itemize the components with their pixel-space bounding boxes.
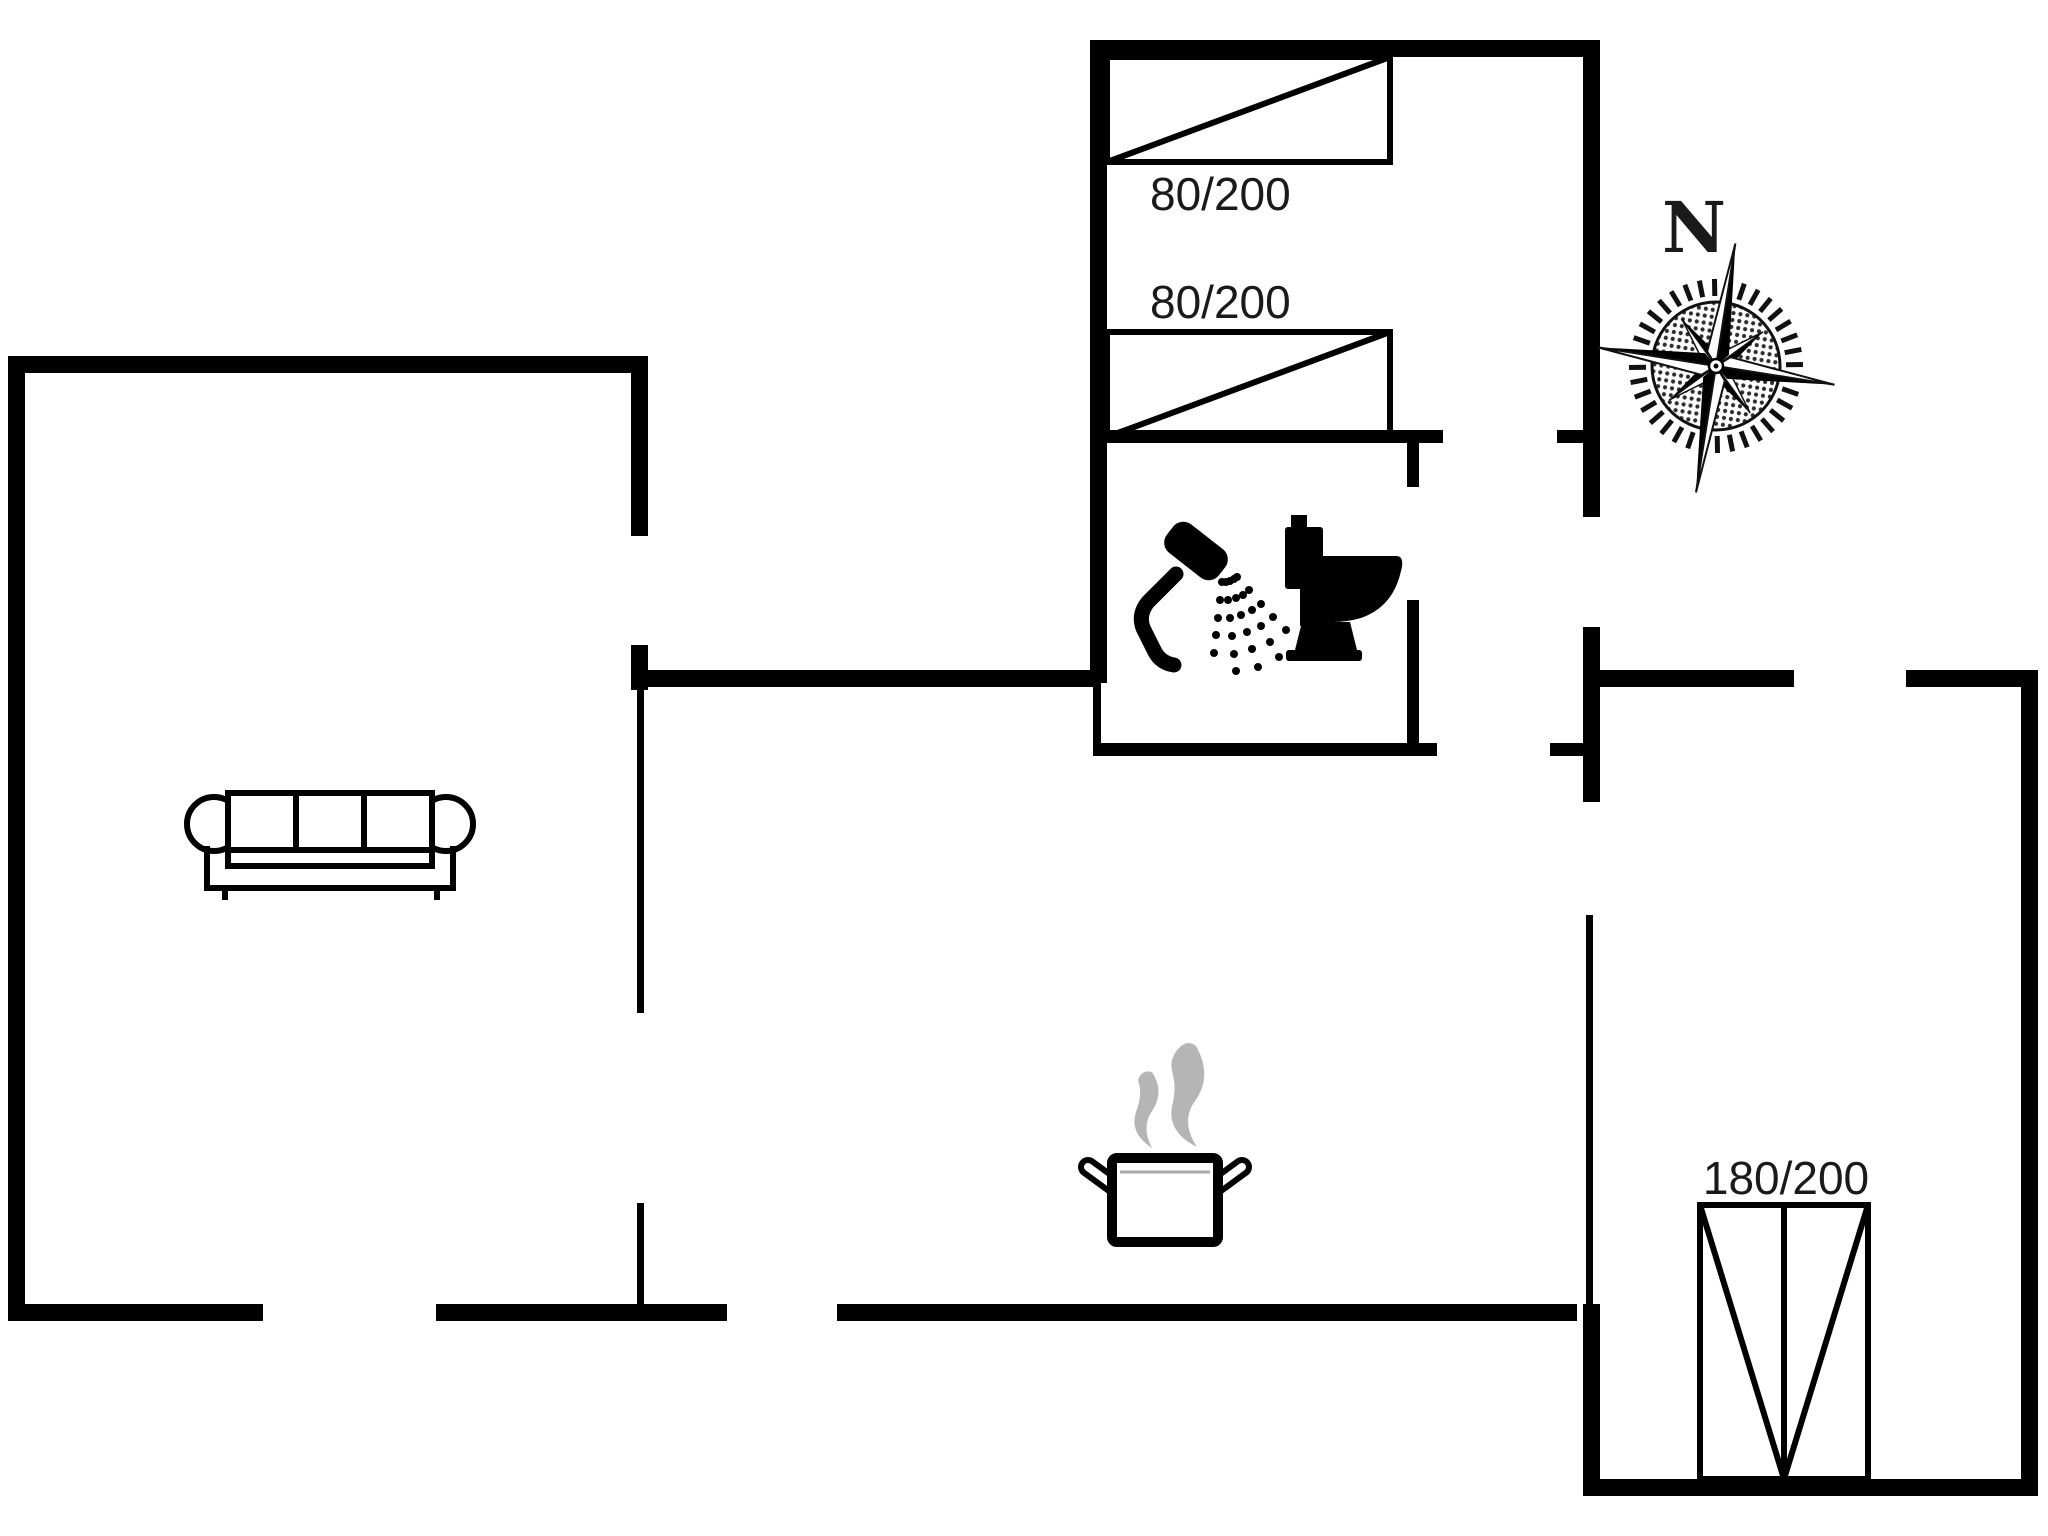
toilet-base	[1286, 650, 1362, 661]
sofa-back	[225, 790, 435, 853]
wall-segment	[1583, 627, 1600, 802]
bed-outline	[1104, 54, 1393, 165]
wall-segment	[8, 356, 25, 1321]
wall-segment	[631, 356, 648, 536]
shower-head	[1164, 521, 1228, 581]
wall-segment	[1583, 1304, 1600, 1496]
wall-segment	[1090, 40, 1600, 57]
cooking-pot-icon	[1078, 1153, 1252, 1247]
sofa-seat	[225, 847, 435, 869]
wall-segment	[631, 645, 648, 690]
wall-segment	[1090, 40, 1107, 683]
partition-segment	[1093, 683, 1101, 756]
steam-icon	[1134, 1043, 1205, 1148]
double-bed	[1697, 1202, 1871, 1482]
shower-spray	[1210, 573, 1290, 675]
bed-diagonal	[1697, 1204, 1787, 1480]
partition-segment	[1407, 443, 1419, 487]
wall-segment	[1583, 40, 1600, 517]
bed-size-label: 180/200	[1703, 1152, 1869, 1204]
wall-segment	[2021, 670, 2038, 1496]
compass-rose-icon: N	[1597, 186, 1835, 493]
sofa-icon	[184, 790, 476, 900]
single-bed-1	[1104, 54, 1393, 165]
shower-handle	[1133, 566, 1184, 673]
wall-segment	[837, 1304, 1577, 1321]
bed-diagonal	[1781, 1204, 1871, 1480]
toilet-body	[1300, 560, 1334, 626]
steam-wisp	[1171, 1043, 1205, 1147]
bed-size-label: 80/200	[1150, 168, 1291, 220]
wall-segment	[436, 1304, 727, 1321]
pot-body	[1107, 1153, 1223, 1247]
partition-segment	[1407, 600, 1419, 756]
exterior-walls	[8, 40, 2038, 1496]
wall-segment	[648, 670, 1097, 687]
sofa-base	[204, 846, 456, 891]
bed-diagonal	[1105, 54, 1392, 165]
shower-icon	[1133, 521, 1290, 675]
wall-segment	[8, 1304, 263, 1321]
partition-segment	[1557, 430, 1583, 443]
toilet-bowl	[1323, 556, 1403, 622]
bed-outline	[1104, 329, 1393, 440]
toilet-button	[1291, 515, 1307, 529]
partition-segment	[1586, 915, 1593, 1304]
single-bed-2	[1104, 329, 1393, 440]
steam-wisp	[1134, 1071, 1159, 1148]
wall-segment	[1906, 670, 2038, 687]
toilet-icon	[1285, 515, 1403, 661]
partition-segment	[637, 690, 644, 1013]
bed-diagonal	[1105, 329, 1392, 440]
bed-size-label: 80/200	[1150, 276, 1291, 328]
compass-north-label: N	[1662, 186, 1726, 269]
partition-segment	[637, 1203, 644, 1304]
partition-segment	[1550, 743, 1583, 756]
partition-segment	[1093, 743, 1437, 756]
wall-segment	[1600, 670, 1794, 687]
toilet-pedestal	[1295, 622, 1357, 650]
wall-segment	[8, 356, 648, 373]
wall-segment	[1583, 1479, 2038, 1496]
